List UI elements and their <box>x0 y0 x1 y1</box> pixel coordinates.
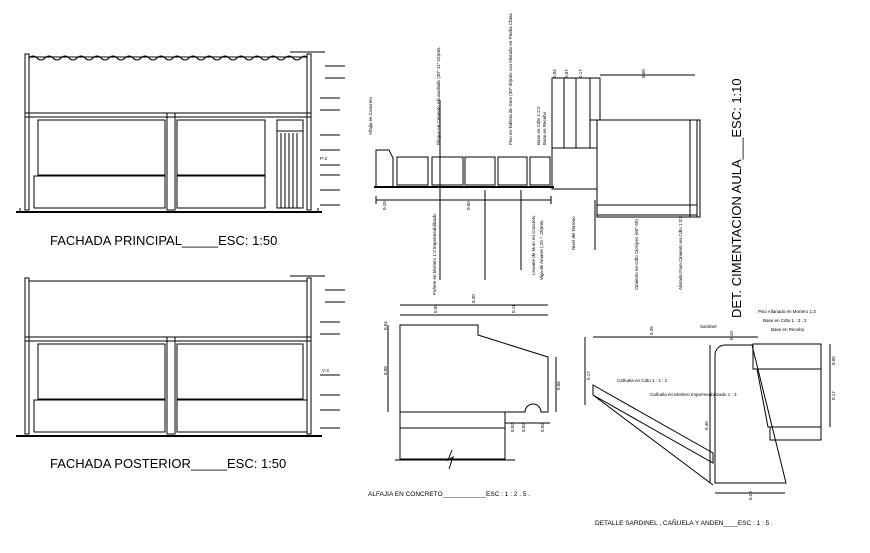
label-canuela-cdto: Cañuela en Cdto 1 : 2 : 2 <box>617 378 668 383</box>
label-bloque: Bloque en Cemento Abusardado (30"-11"-15… <box>436 46 441 145</box>
label-base-recebo: Base en Recebo <box>542 111 547 145</box>
label-panete: Pañete en Mortero 1:3 Impermeabilizado <box>432 213 437 295</box>
dim: 0.35 <box>649 326 654 335</box>
label-base-cdto: Base en Cdto 1:2:2 <box>536 106 541 145</box>
label-nivel: Nivel del Terreno <box>571 216 576 250</box>
detalle-sardinel: Sardinel Piso Allanado en Mortero 1:3 Ba… <box>584 309 836 527</box>
dim: 0.50 <box>641 69 646 78</box>
label-alfajia-concreto: Alfajia en Concreto <box>368 96 373 135</box>
dim: 0.10 <box>729 331 734 340</box>
roof <box>28 56 308 114</box>
lattice-window <box>176 119 266 176</box>
fachada-principal: P-2 FACHADA PRINCIPAL_____ESC: 1:50 <box>16 51 345 248</box>
dim: 0.04 <box>383 321 388 330</box>
dim: 0.05 <box>831 356 836 365</box>
dim: 0.02 <box>540 423 545 432</box>
label-v3: V-3 <box>322 368 329 373</box>
fachada-posterior: V-3 FACHADA POSTERIOR_____ESC: 1:50 <box>16 275 345 471</box>
dim: 0.02 <box>510 423 515 432</box>
dim: 0.10 <box>382 201 387 210</box>
title-alfajia: ALFAJIA EN CONCRETO____________ESC : 1 :… <box>368 491 530 498</box>
title-fachada-principal: FACHADA PRINCIPAL_____ESC: 1:50 <box>50 233 277 248</box>
title-cimentacion: DET. CIMENTACION AULA___ESC: 1:10 <box>729 78 744 318</box>
title-sardinel: DETALLE SARDINEL , CAÑUELA Y ANDEN____ES… <box>595 518 773 527</box>
dim: 0.02 <box>521 423 526 432</box>
dim: 0.40 <box>704 421 709 430</box>
label-piso-allanado: Piso Allanado en Mortero 1:3 <box>758 309 816 314</box>
label-levante: Levante de Muro en Concreto <box>531 215 536 275</box>
dim: 0.17 <box>586 371 591 380</box>
label-cimiento: Cimiento en Cdto Ciclópeo (60"-40) <box>634 219 639 290</box>
label-canuela-mortero: Cañuela en Mortero Impermeabilizado 1 : … <box>650 392 737 397</box>
dim: 0.08 <box>383 366 388 375</box>
dim: 0.20 <box>471 294 476 303</box>
dim: 0.04 <box>552 69 557 78</box>
dim: 0.50 <box>466 201 471 210</box>
dim: 0.17 <box>578 69 583 78</box>
dim: 0.11 <box>511 304 516 313</box>
label-viga: Viga de Amarre (.25 * .20)mts. <box>539 220 544 280</box>
dim: 0.07 <box>564 69 569 78</box>
label-base-recebo: Base en Recebo <box>771 327 805 332</box>
detalle-cimentacion: Alfajia en Concreto Bloque en Cemento Ab… <box>368 13 744 318</box>
label-alistado: Alistado Para Cimiento en Cdto 1:3:5 <box>678 215 683 290</box>
title-fachada-posterior: FACHADA POSTERIOR_____ESC: 1:50 <box>50 456 286 471</box>
label-p2: P-2 <box>320 156 328 161</box>
dim: 0.09 <box>433 304 438 313</box>
detalle-alfajia: 0.20 0.09 0.11 0.04 0.08 0.06 0.02 0.02 … <box>368 294 561 498</box>
dim: 0.06 <box>556 381 561 390</box>
dim: 0.17 <box>831 391 836 400</box>
lattice-window <box>37 119 166 176</box>
dim: 0.20 <box>748 491 753 500</box>
label-piso: Piso en Tableta de Gres (30"-30)mts con … <box>508 13 513 145</box>
label-base-cdto: Base en Cdto 1 : 2 : 2 <box>763 318 807 323</box>
label-sardinel: Sardinel <box>700 324 717 329</box>
